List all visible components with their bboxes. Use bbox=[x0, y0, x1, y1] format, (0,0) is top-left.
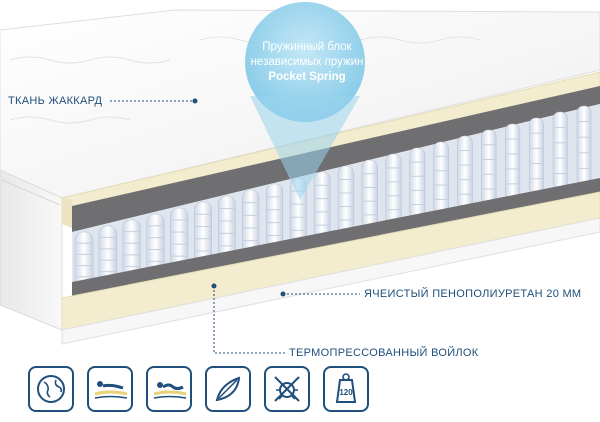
label-felt: ТЕРМОПРЕССОВАННЫЙ ВОЙЛОК bbox=[289, 347, 479, 359]
no-allergen-icon bbox=[264, 366, 310, 412]
spring bbox=[170, 207, 189, 269]
spring bbox=[242, 189, 260, 254]
spring bbox=[457, 135, 473, 210]
person-lying-icon bbox=[87, 366, 133, 412]
callout-text: Пружинный блок независимых пружин Pocket… bbox=[232, 40, 382, 85]
feature-icons: 120 bbox=[28, 366, 408, 418]
spring bbox=[313, 171, 331, 239]
weight-120-icon: 120 bbox=[323, 366, 369, 412]
callout-line-3: Pocket Spring bbox=[268, 71, 346, 83]
globe-icon bbox=[28, 366, 74, 412]
spring bbox=[433, 141, 450, 215]
spring bbox=[146, 213, 165, 274]
label-fabric: ТКАНЬ ЖАККАРД bbox=[8, 95, 103, 107]
leaf-icon bbox=[205, 366, 251, 412]
spring bbox=[361, 159, 378, 229]
callout-line-2: независимых пружин bbox=[250, 56, 364, 68]
spring bbox=[409, 147, 426, 219]
callout-line-1: Пружинный блок bbox=[262, 41, 352, 53]
spring bbox=[218, 195, 236, 259]
spring bbox=[265, 183, 284, 249]
spring bbox=[74, 231, 94, 289]
spring bbox=[504, 123, 521, 200]
spring bbox=[385, 153, 402, 224]
upper-felt-layer bbox=[72, 86, 600, 232]
person-lying-back-icon bbox=[146, 366, 192, 412]
spring bbox=[552, 111, 568, 190]
callout-bubble bbox=[245, 2, 365, 200]
lower-foam-layer bbox=[61, 191, 600, 345]
spring bbox=[194, 201, 212, 264]
spring bbox=[576, 105, 592, 185]
spring bbox=[528, 117, 544, 195]
leader-lines bbox=[110, 98, 360, 354]
fabric-side bbox=[0, 169, 63, 331]
spring bbox=[337, 165, 355, 234]
spring bbox=[481, 129, 497, 205]
label-foam: ЯЧЕИСТЫЙ ПЕНОПОЛИУРЕТАН 20 ММ bbox=[364, 288, 582, 300]
weight-label: 120 bbox=[339, 388, 353, 397]
